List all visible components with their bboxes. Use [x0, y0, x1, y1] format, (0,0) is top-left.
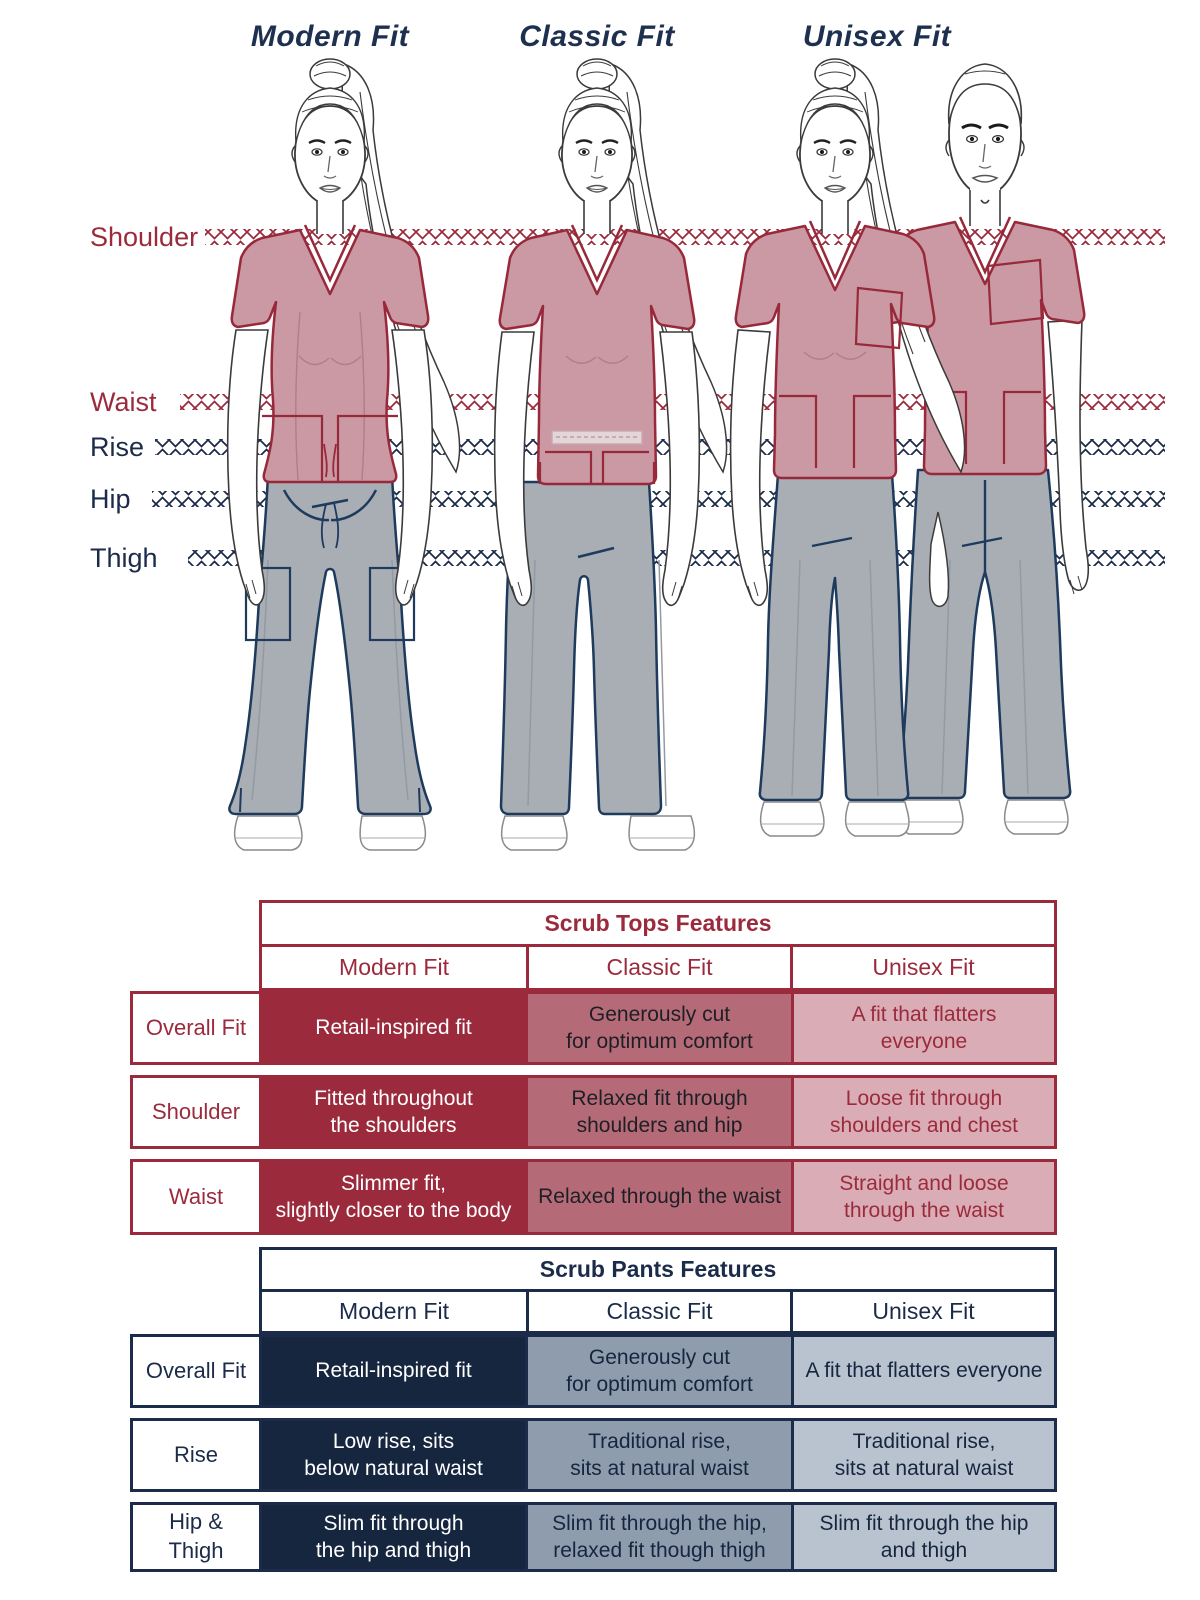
tops-cell-shoulder-modern: Fitted throughout the shoulders: [259, 1078, 525, 1146]
fit-title-unisex: Unisex Fit: [802, 20, 952, 53]
fit-diagram-figures: [152, 57, 1165, 851]
unisex-woman: [729, 57, 966, 837]
tops-col-modern: Modern Fit: [339, 954, 449, 980]
tops-cell-shoulder-unisex: Loose fit through shoulders and chest: [791, 1078, 1054, 1146]
tops-row-shoulder: Shoulder Fitted throughout the shoulders…: [130, 1075, 1057, 1149]
figure-classic-fit-woman: [493, 57, 728, 851]
pants-row-hip-thigh: Hip & Thigh Slim fit through the hip and…: [130, 1502, 1057, 1572]
pants-cell-rise-modern: Low rise, sits below natural waist: [259, 1421, 525, 1489]
measure-label-waist: Waist: [90, 387, 157, 417]
pants-col-modern: Modern Fit: [339, 1298, 449, 1324]
pants-table-title: Scrub Pants Features: [259, 1247, 1057, 1292]
pants-row-label-hip-thigh: Hip & Thigh: [133, 1505, 259, 1569]
tops-cell-overall-modern: Retail-inspired fit: [259, 994, 525, 1062]
measure-label-thigh: Thigh: [90, 543, 158, 573]
pants-row-rise: Rise Low rise, sits below natural waist …: [130, 1418, 1057, 1492]
measure-label-rise: Rise: [90, 432, 145, 462]
fit-title-classic: Classic Fit: [519, 20, 675, 53]
pants-cell-rise-unisex: Traditional rise, sits at natural waist: [791, 1421, 1054, 1489]
measure-label-hip: Hip: [90, 484, 131, 514]
pants-cell-hipthigh-unisex: Slim fit through the hip and thigh: [791, 1505, 1054, 1569]
figure-unisex-pair: [729, 57, 1090, 837]
tops-row-waist: Waist Slimmer fit, slightly closer to th…: [130, 1159, 1057, 1235]
tops-cell-shoulder-classic: Relaxed fit through shoulders and hip: [525, 1078, 791, 1146]
tops-cell-waist-classic: Relaxed through the waist: [525, 1162, 791, 1232]
pants-cell-overall-classic: Generously cut for optimum comfort: [525, 1337, 791, 1405]
fit-title-modern: Modern Fit: [250, 20, 410, 53]
tops-cell-waist-unisex: Straight and loose through the waist: [791, 1162, 1054, 1232]
pants-row-label-rise: Rise: [133, 1421, 259, 1489]
pants-table-column-headers: Modern Fit Classic Fit Unisex Fit: [259, 1292, 1057, 1334]
tops-cell-overall-classic: Generously cut for optimum comfort: [525, 994, 791, 1062]
pants-cell-overall-unisex: A fit that flatters everyone: [791, 1337, 1054, 1405]
tops-row-label-waist: Waist: [133, 1162, 259, 1232]
tops-col-classic: Classic Fit: [526, 947, 790, 988]
tops-row-overall-fit: Overall Fit Retail-inspired fit Generous…: [130, 991, 1057, 1065]
figure-modern-fit-woman: [226, 57, 461, 851]
pants-cell-hipthigh-classic: Slim fit through the hip, relaxed fit th…: [525, 1505, 791, 1569]
pants-col-unisex: Unisex Fit: [790, 1292, 1054, 1331]
tops-row-label-shoulder: Shoulder: [133, 1078, 259, 1146]
pants-row-label-overall-fit: Overall Fit: [133, 1337, 259, 1405]
tops-table-column-headers: Modern Fit Classic Fit Unisex Fit: [259, 947, 1057, 991]
pants-cell-rise-classic: Traditional rise, sits at natural waist: [525, 1421, 791, 1489]
tops-col-unisex: Unisex Fit: [790, 947, 1054, 988]
pants-cell-hipthigh-modern: Slim fit through the hip and thigh: [259, 1505, 525, 1569]
tops-row-label-overall-fit: Overall Fit: [133, 994, 259, 1062]
pants-row-overall-fit: Overall Fit Retail-inspired fit Generous…: [130, 1334, 1057, 1408]
measure-label-shoulder: Shoulder: [90, 222, 199, 252]
pants-col-classic: Classic Fit: [526, 1292, 790, 1331]
tops-cell-waist-modern: Slimmer fit, slightly closer to the body: [259, 1162, 525, 1232]
pants-cell-overall-modern: Retail-inspired fit: [259, 1337, 525, 1405]
tops-cell-overall-unisex: A fit that flatters everyone: [791, 994, 1054, 1062]
tops-table-title: Scrub Tops Features: [259, 900, 1057, 947]
